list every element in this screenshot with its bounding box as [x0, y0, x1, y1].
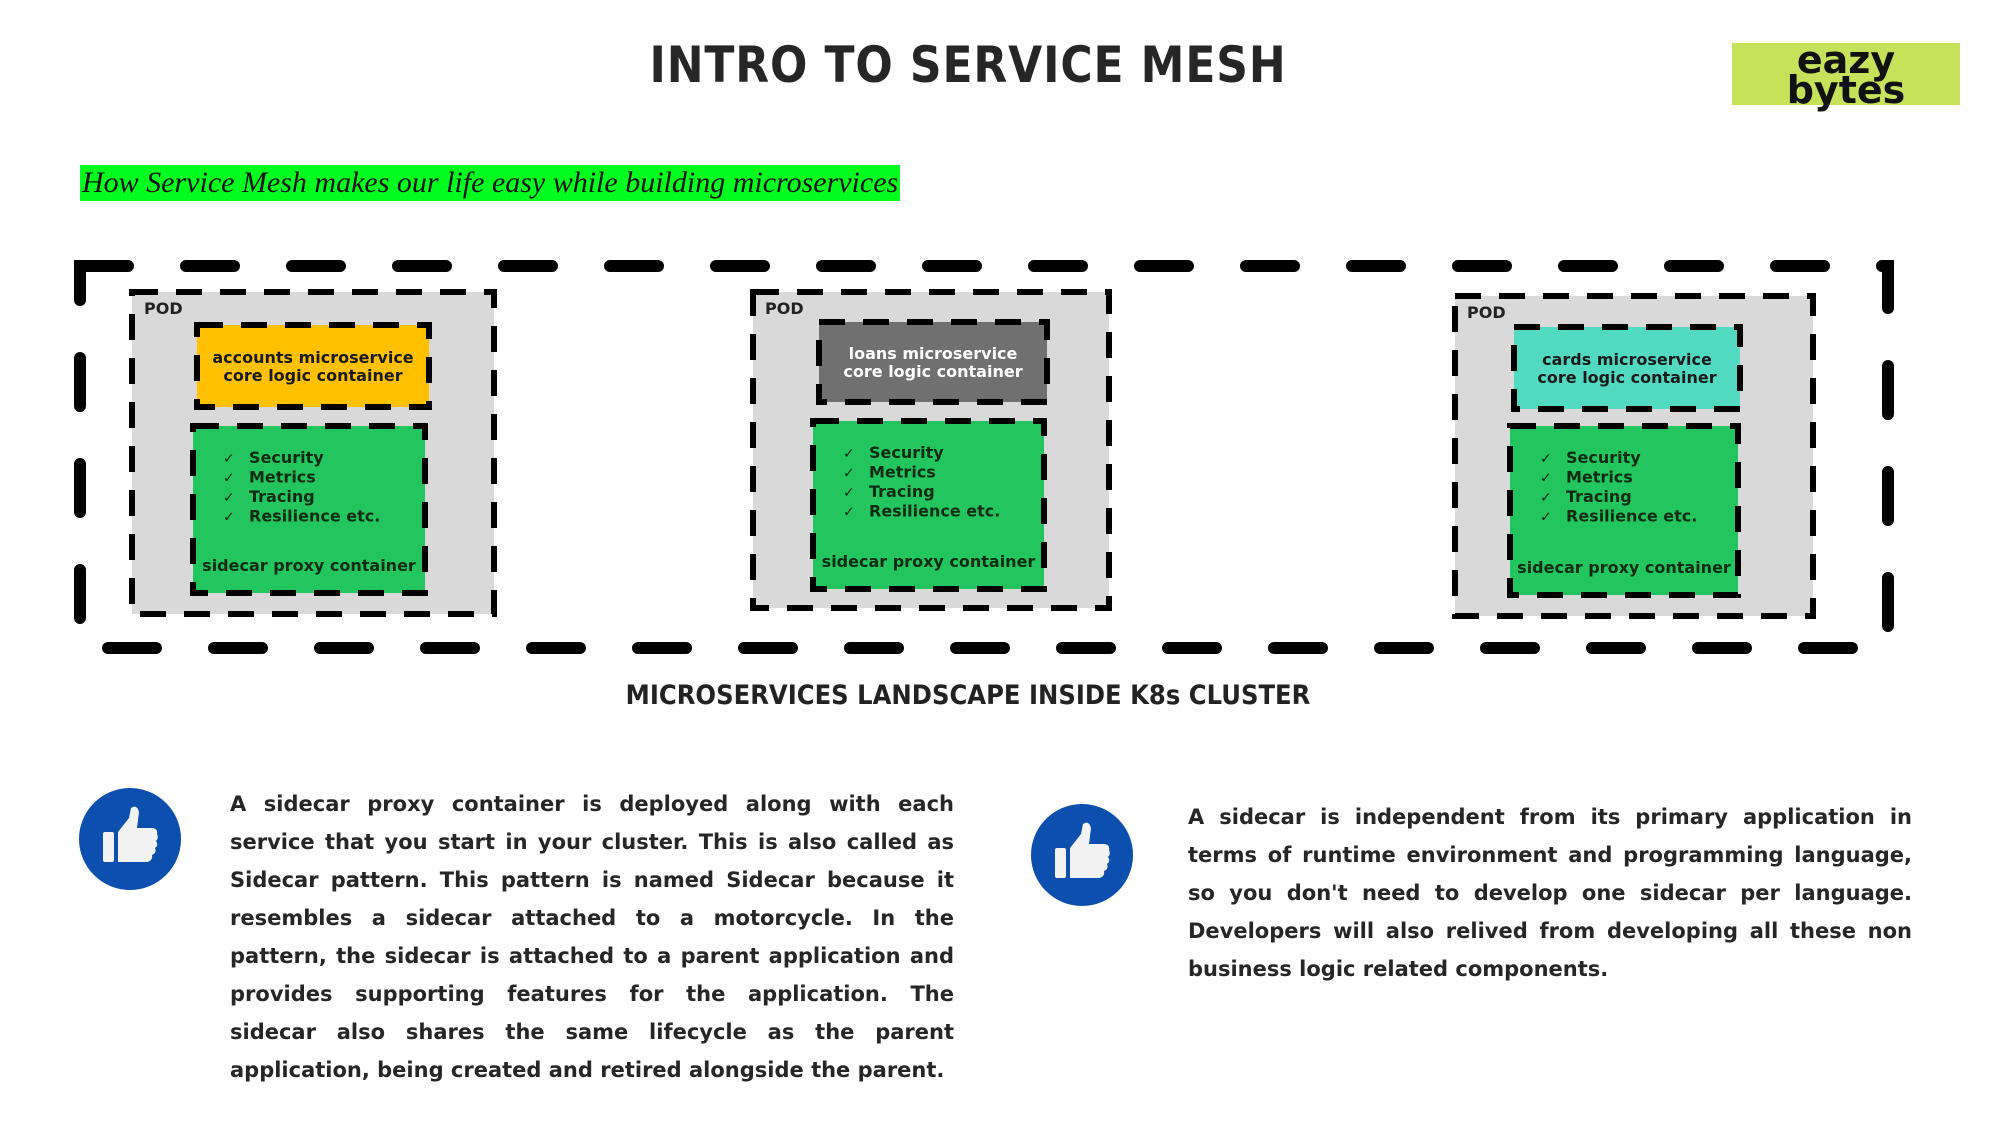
logo-line-2: bytes — [1786, 68, 1906, 112]
check-icon: ✓ — [1540, 490, 1552, 506]
sidecar-feature: Metrics — [249, 468, 316, 487]
sidecar-feature: Metrics — [1566, 468, 1633, 487]
logo-line-1: eazy — [1796, 38, 1896, 82]
core-container-subtitle: core logic container — [223, 366, 402, 385]
sidecar-label: sidecar proxy container — [1517, 558, 1731, 577]
sidecar-label: sidecar proxy container — [202, 556, 416, 575]
sidecar-feature: Resilience etc. — [249, 507, 380, 526]
sidecar-feature: Tracing — [249, 487, 315, 506]
check-icon: ✓ — [843, 505, 855, 521]
core-logic-container — [1511, 324, 1743, 412]
check-icon: ✓ — [1540, 451, 1552, 467]
pod-label: POD — [144, 299, 183, 318]
k8s-cluster-boundary — [74, 260, 1894, 654]
check-icon: ✓ — [223, 490, 235, 506]
sidecar-feature: Security — [249, 448, 324, 467]
pod-label: POD — [765, 299, 804, 318]
core-logic-container — [194, 322, 432, 410]
benefit-text-1: A sidecar proxy container is deployed al… — [230, 792, 954, 1082]
sidecar-feature: Tracing — [1566, 487, 1632, 506]
check-icon: ✓ — [223, 451, 235, 467]
sidecar-label: sidecar proxy container — [822, 552, 1036, 571]
sidecar-feature: Metrics — [869, 463, 936, 482]
sidecar-proxy-container — [810, 418, 1047, 592]
page-title: INTRO TO SERVICE MESH — [649, 36, 1287, 94]
check-icon: ✓ — [1540, 510, 1552, 526]
benefit-text-2: A sidecar is independent from its primar… — [1188, 805, 1912, 981]
core-container-title: accounts microservice — [212, 348, 413, 367]
check-icon: ✓ — [223, 510, 235, 526]
check-icon: ✓ — [1540, 471, 1552, 487]
thumbs-up-icon — [1031, 804, 1133, 906]
core-container-subtitle: core logic container — [843, 362, 1022, 381]
sidecar-feature: Resilience etc. — [1566, 507, 1697, 526]
core-container-subtitle: core logic container — [1537, 368, 1716, 387]
sidecar-proxy-container — [1507, 423, 1741, 598]
core-logic-container — [816, 319, 1050, 405]
sidecar-feature: Security — [869, 443, 944, 462]
sidecar-feature: Resilience etc. — [869, 502, 1000, 521]
cluster-caption: MICROSERVICES LANDSCAPE INSIDE K8s CLUST… — [625, 680, 1311, 711]
thumbs-up-icon — [79, 788, 181, 890]
eazybytes-logo: eazy bytes — [1732, 38, 1960, 109]
pod-label: POD — [1467, 303, 1506, 322]
core-container-title: loans microservice — [849, 344, 1018, 363]
sidecar-feature: Security — [1566, 448, 1641, 467]
check-icon: ✓ — [223, 471, 235, 487]
subtitle-highlight: How Service Mesh makes our life easy whi… — [80, 165, 901, 201]
sidecar-proxy-container — [190, 423, 428, 596]
check-icon: ✓ — [843, 466, 855, 482]
check-icon: ✓ — [843, 446, 855, 462]
sidecar-feature: Tracing — [869, 482, 935, 501]
core-container-title: cards microservice — [1542, 350, 1712, 369]
check-icon: ✓ — [843, 485, 855, 501]
